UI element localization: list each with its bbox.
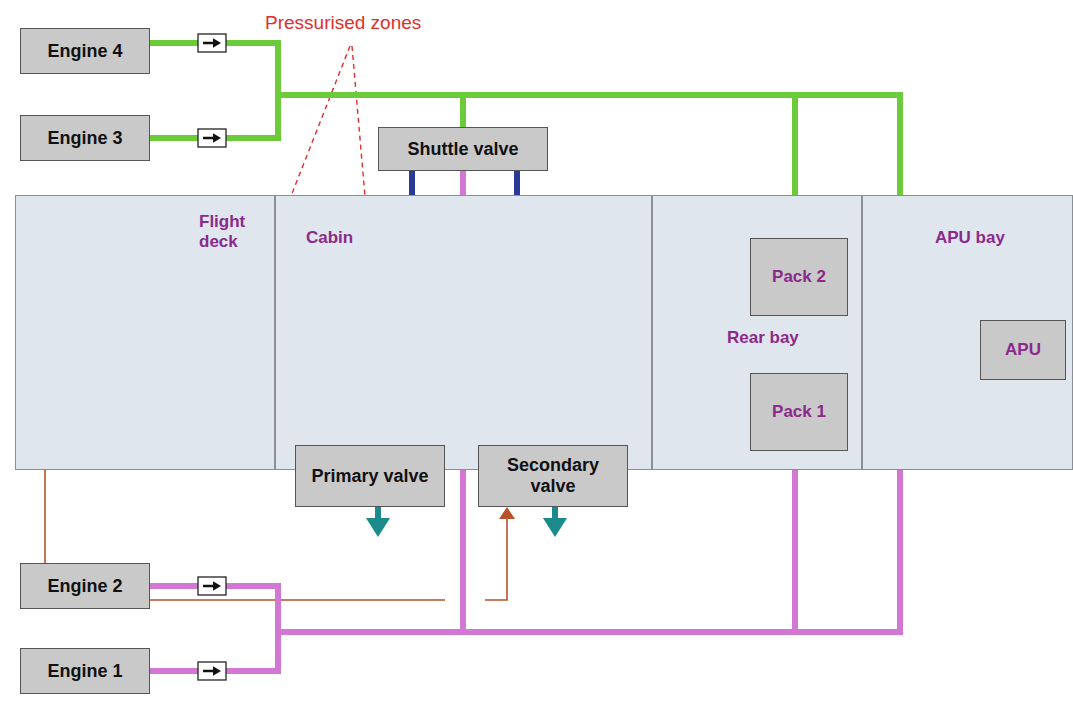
zone-band: Flight deck [15,195,275,470]
check-valve [198,577,226,595]
check-valve [198,129,226,147]
valve-box: Secondary valve [478,445,628,507]
zone-label: Rear bay [727,328,799,348]
box-label: Primary valve [311,466,428,487]
engine-box: Engine 2 [20,563,150,609]
pack-box: Pack 1 [750,373,848,451]
engine-box: Engine 3 [20,115,150,161]
engine-box: Engine 4 [20,28,150,74]
zone-band: APU bayAPU [862,195,1073,470]
zone-band: Cabin [275,195,652,470]
box-label: Pack 1 [772,402,826,422]
box-label: Engine 4 [47,41,122,62]
check-valve [198,662,226,680]
box-label: Engine 2 [47,576,122,597]
box-label: Pack 2 [772,267,826,287]
zone-band: Rear bay Pack 2 Pack 1 [652,195,862,470]
box-label: APU [1005,340,1041,360]
box-label: Engine 1 [47,661,122,682]
check-valve [198,34,226,52]
box-label: Engine 3 [47,128,122,149]
box-label: Secondary valve [485,455,621,496]
air-duct [150,43,463,127]
engine-box: Engine 1 [20,648,150,694]
zone-label: Cabin [306,228,353,248]
pack-box: Pack 2 [750,238,848,316]
apu-box: APU [980,320,1066,380]
callout-label: Pressurised zones [263,12,423,34]
box-label: Shuttle valve [407,139,518,160]
zone-label: Flight deck [199,212,259,253]
outflow-arrow [366,507,567,537]
shuttle-valve-box: Shuttle valve [378,127,548,171]
valve-box: Primary valve [295,445,445,507]
zone-label: APU bay [935,228,1005,248]
